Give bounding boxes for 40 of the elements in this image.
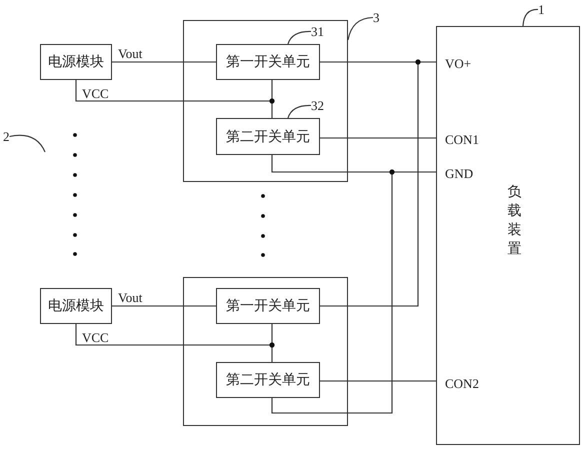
load-device-box — [436, 26, 580, 445]
callout-number: 31 — [311, 24, 324, 39]
wire — [112, 61, 216, 63]
pin-label: VO+ — [445, 56, 472, 71]
edge-label: Vout — [118, 46, 142, 61]
wire — [271, 101, 273, 118]
callout-number: 32 — [311, 98, 324, 113]
switch-unit-box: 第二开关单元 — [216, 118, 320, 155]
wire — [112, 305, 216, 307]
wire — [320, 61, 418, 63]
wire — [75, 324, 272, 346]
device-label: 负载装置 — [507, 184, 522, 259]
wire — [271, 172, 393, 414]
pin-label: CON1 — [445, 132, 479, 147]
pin-label: CON2 — [445, 376, 479, 391]
group-frame — [183, 20, 348, 182]
edge-label: Vout — [118, 290, 142, 305]
power-module-box: 电源模块 — [40, 44, 112, 80]
switch-unit-box: 第一开关单元 — [216, 44, 320, 80]
wire — [392, 171, 436, 173]
wire — [271, 345, 273, 362]
wire — [271, 324, 273, 345]
wire — [320, 137, 436, 139]
leader-line — [9, 134, 46, 152]
power-module-box: 电源模块 — [40, 288, 112, 324]
leader-line — [522, 8, 538, 26]
callout-number: 1 — [538, 2, 544, 17]
callout-number: 3 — [373, 10, 380, 25]
pin-label: GND — [445, 166, 474, 181]
switch-unit-box: 第二开关单元 — [216, 362, 320, 398]
group-frame — [183, 277, 348, 426]
leader-line — [347, 16, 374, 40]
wire — [271, 155, 392, 173]
wire — [320, 62, 419, 307]
switch-unit-box: 第一开关单元 — [216, 288, 320, 324]
wire — [320, 380, 436, 382]
edge-label: VCC — [82, 330, 109, 345]
callout-number: 2 — [3, 129, 10, 144]
leader-line — [287, 104, 311, 118]
wire — [418, 61, 436, 63]
